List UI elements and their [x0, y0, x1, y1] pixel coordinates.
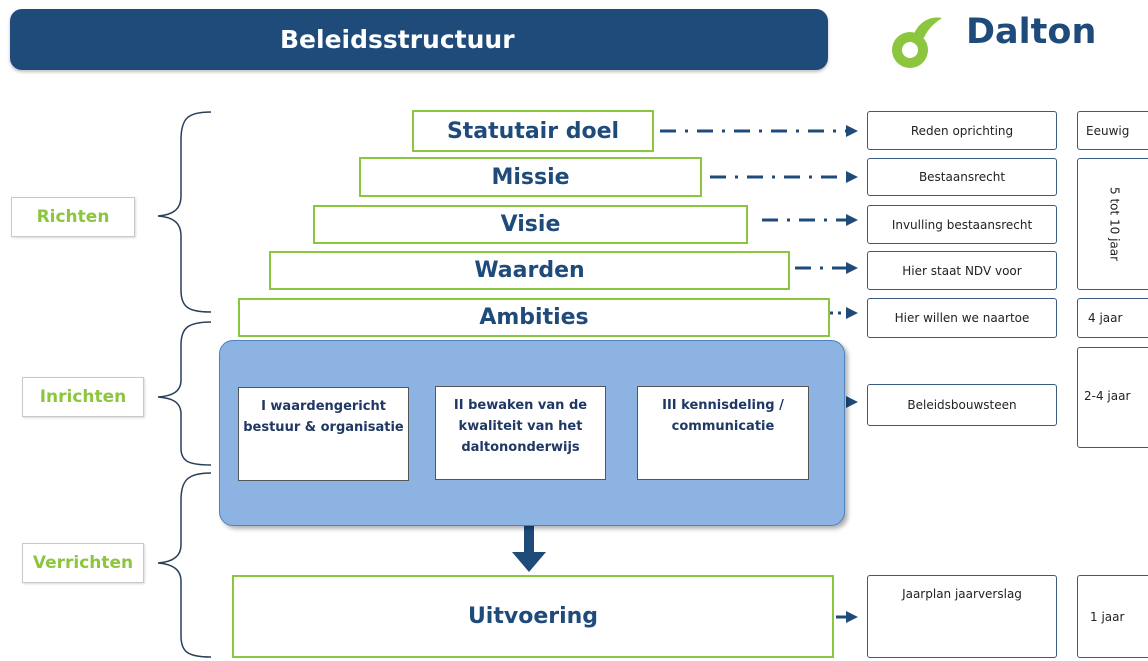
outcome-hier-willen-we-naartoe: Hier willen we naartoe	[867, 298, 1057, 338]
pyramid-missie: Missie	[359, 157, 702, 197]
dalton-logo-text: Dalton	[966, 12, 1097, 52]
outcome-hier-staat-ndv-voor: Hier staat NDV voor	[867, 251, 1057, 290]
down-arrow-head	[512, 552, 546, 572]
page-title: Beleidsstructuur	[280, 25, 515, 54]
dalton-logo-icon	[892, 17, 942, 68]
term-1-jaar: 1 jaar	[1077, 575, 1148, 658]
building-block-1: I waardengericht bestuur & organisatie	[238, 387, 409, 481]
brace-inrichten	[157, 321, 212, 466]
outcome-beleidsbouwsteen: Beleidsbouwsteen	[867, 384, 1057, 426]
arrow-uitvoering-head	[846, 611, 858, 623]
pyramid-ambities: Ambities	[238, 298, 830, 337]
arrow-statutair-head	[846, 125, 858, 137]
term-5-tot-10-jaar-text: 5 tot 10 jaar	[1107, 186, 1122, 262]
down-arrow-shaft	[524, 526, 534, 556]
brace-richten	[157, 111, 212, 313]
term-2-4-jaar: 2-4 jaar	[1077, 347, 1148, 448]
pyramid-statutair-doel: Statutair doel	[412, 110, 654, 152]
term-5-tot-10-jaar: 5 tot 10 jaar	[1077, 158, 1148, 290]
page-title-banner: Beleidsstructuur	[10, 9, 828, 70]
outcome-jaarplan-jaarverslag: Jaarplan jaarverslag	[867, 575, 1057, 658]
building-block-2: II bewaken van de kwaliteit van het dalt…	[435, 386, 606, 480]
arrow-visie-head	[846, 214, 858, 226]
label-inrichten: Inrichten	[22, 377, 144, 417]
label-verrichten: Verrichten	[22, 543, 144, 583]
term-4-jaar: 4 jaar	[1077, 298, 1148, 338]
term-eeuwig: Eeuwig	[1077, 111, 1148, 150]
arrow-missie-head	[846, 171, 858, 183]
outcome-bestaansrecht: Bestaansrecht	[867, 158, 1057, 196]
arrow-bouwsteen-head	[846, 396, 858, 408]
brace-verrichten	[157, 472, 212, 658]
outcome-invulling-bestaansrecht: Invulling bestaansrecht	[867, 205, 1057, 244]
arrow-waarden-head	[846, 262, 858, 274]
arrow-ambities-head	[846, 307, 858, 319]
uitvoering-box: Uitvoering	[232, 575, 834, 658]
pyramid-visie: Visie	[313, 205, 748, 244]
building-block-3: III kennisdeling / communicatie	[637, 386, 809, 480]
outcome-reden-oprichting: Reden oprichting	[867, 111, 1057, 150]
pyramid-waarden: Waarden	[269, 251, 790, 290]
label-richten: Richten	[11, 197, 135, 237]
